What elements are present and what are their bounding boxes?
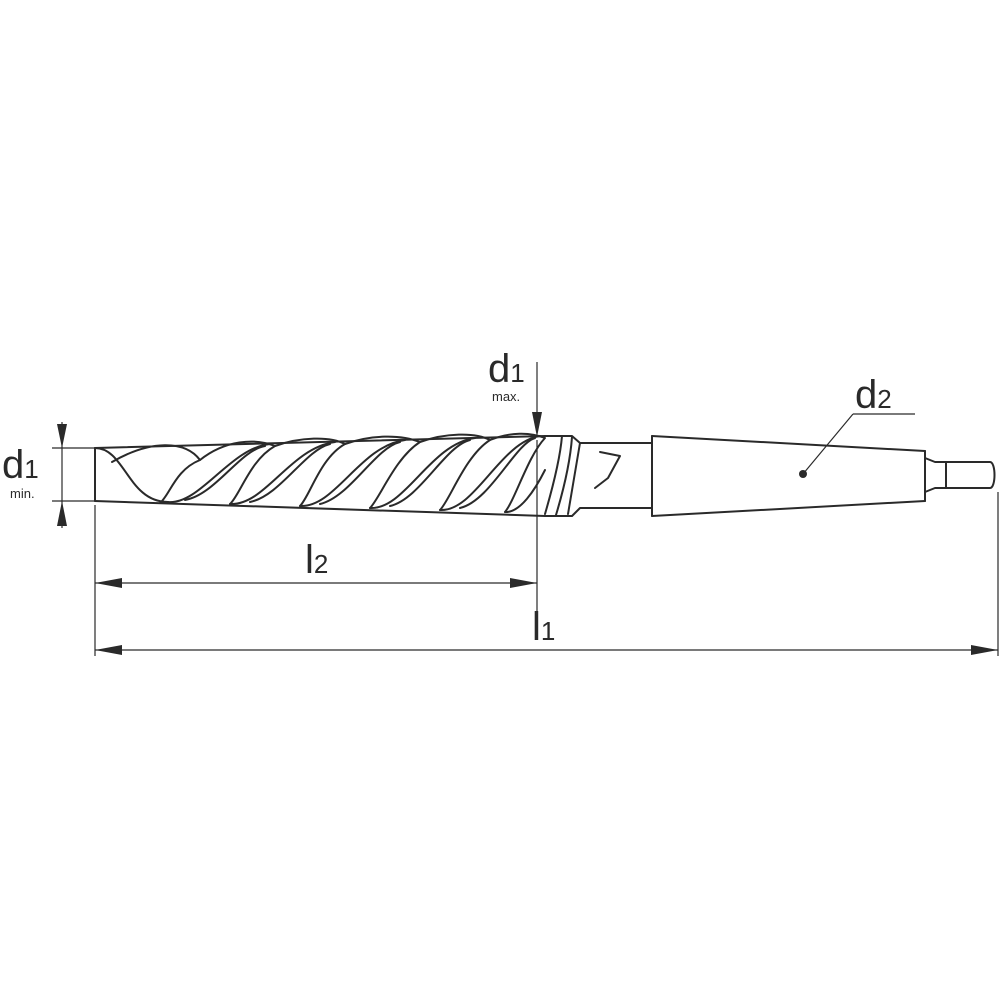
d1-min-label: d1 bbox=[2, 443, 39, 487]
d1-max-label: d1 bbox=[488, 347, 525, 391]
dimension-l2: l2 bbox=[94, 440, 538, 656]
l2-arrow-left bbox=[95, 578, 122, 588]
d2-label: d2 bbox=[855, 373, 892, 417]
dimension-d2: d2 bbox=[799, 373, 915, 478]
d1-max-arrow bbox=[532, 412, 542, 437]
tang bbox=[924, 457, 996, 493]
l1-arrow-left bbox=[95, 645, 122, 655]
l1-label: l1 bbox=[532, 605, 555, 649]
l2-arrow-right bbox=[510, 578, 537, 588]
reamer-tool bbox=[94, 432, 996, 517]
l1-arrow-right bbox=[971, 645, 998, 655]
dimension-d1-min: d1 min. bbox=[2, 422, 95, 528]
neck-section bbox=[544, 435, 653, 517]
fluted-section bbox=[94, 432, 546, 517]
l2-label: l2 bbox=[305, 538, 328, 582]
dimension-l1: l1 bbox=[95, 492, 999, 656]
d1-min-arrow-top bbox=[57, 424, 67, 448]
dimension-d1-max: d1 max. bbox=[488, 347, 542, 437]
d1-min-arrow-bottom bbox=[57, 501, 67, 526]
d1-max-note: max. bbox=[492, 389, 520, 404]
taper-shank bbox=[651, 435, 926, 517]
d1-min-note: min. bbox=[10, 486, 35, 501]
